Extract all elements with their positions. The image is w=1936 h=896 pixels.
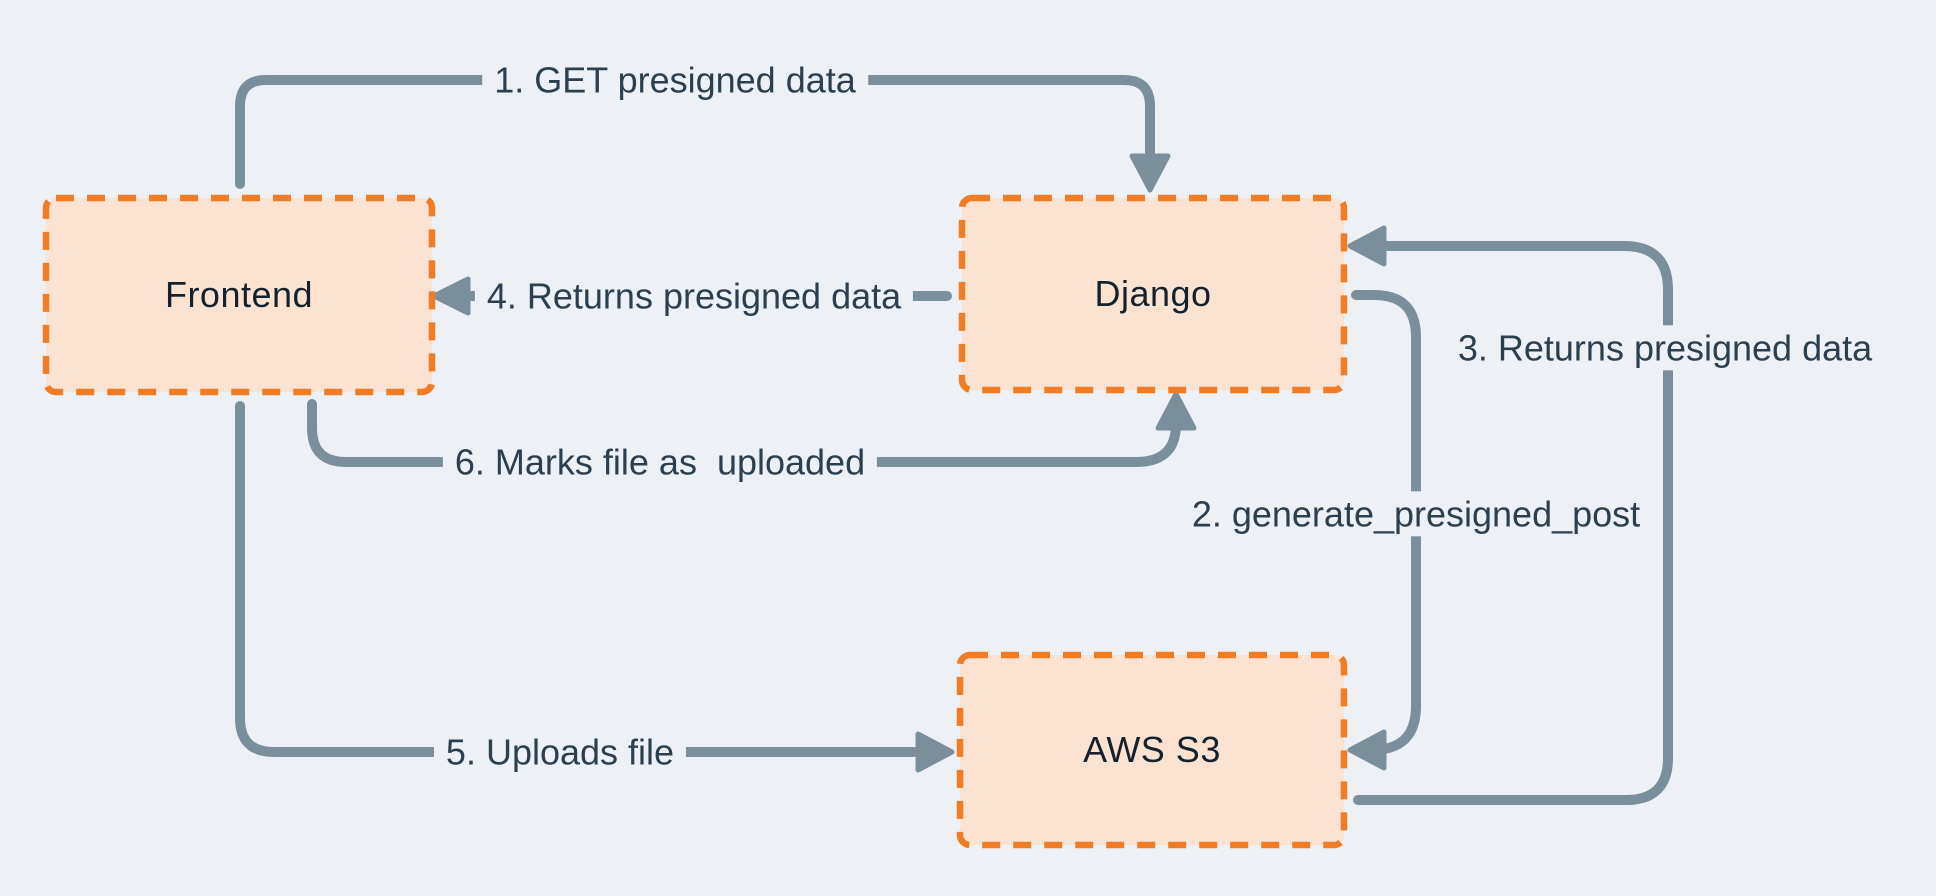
edge-5-line (235, 401, 919, 757)
aws-s3-node-label: AWS S3 (1083, 729, 1221, 770)
edge-label-5: 5. Uploads file (433, 729, 687, 775)
edge-2-line (1351, 290, 1421, 755)
edge-label-6: 6. Marks file as uploaded (442, 439, 878, 485)
edge-1-arrowhead-down-icon (1129, 153, 1171, 193)
edge-5-arrowhead-right-icon (915, 731, 955, 773)
edge-2-arrowhead-left-icon (1347, 729, 1387, 771)
edge-3-line (1353, 241, 1673, 805)
frontend-node-rect (42, 194, 436, 396)
node-django: Django (962, 198, 1344, 390)
frontend-node-label: Frontend (164, 274, 314, 315)
node-aws-s3: AWS S3 (960, 655, 1344, 845)
django-node-label: Django (1094, 273, 1212, 314)
edge-6-arrowhead-up-icon (1155, 391, 1197, 431)
edge-label-3: 3. Returns presigned data (1445, 325, 1885, 371)
node-frontend: Frontend (46, 198, 432, 392)
edge-4-arrowhead-left-icon (431, 276, 471, 316)
edge-label-1: 1. GET presigned data (482, 57, 868, 103)
edge-label-4: 4. Returns presigned data (474, 273, 914, 319)
edge-3-arrowhead-left-icon (1347, 225, 1387, 267)
django-node-rect (958, 194, 1348, 394)
edge-label-2: 2. generate_presigned_post (1179, 491, 1653, 537)
aws-s3-node-rect (956, 651, 1348, 849)
